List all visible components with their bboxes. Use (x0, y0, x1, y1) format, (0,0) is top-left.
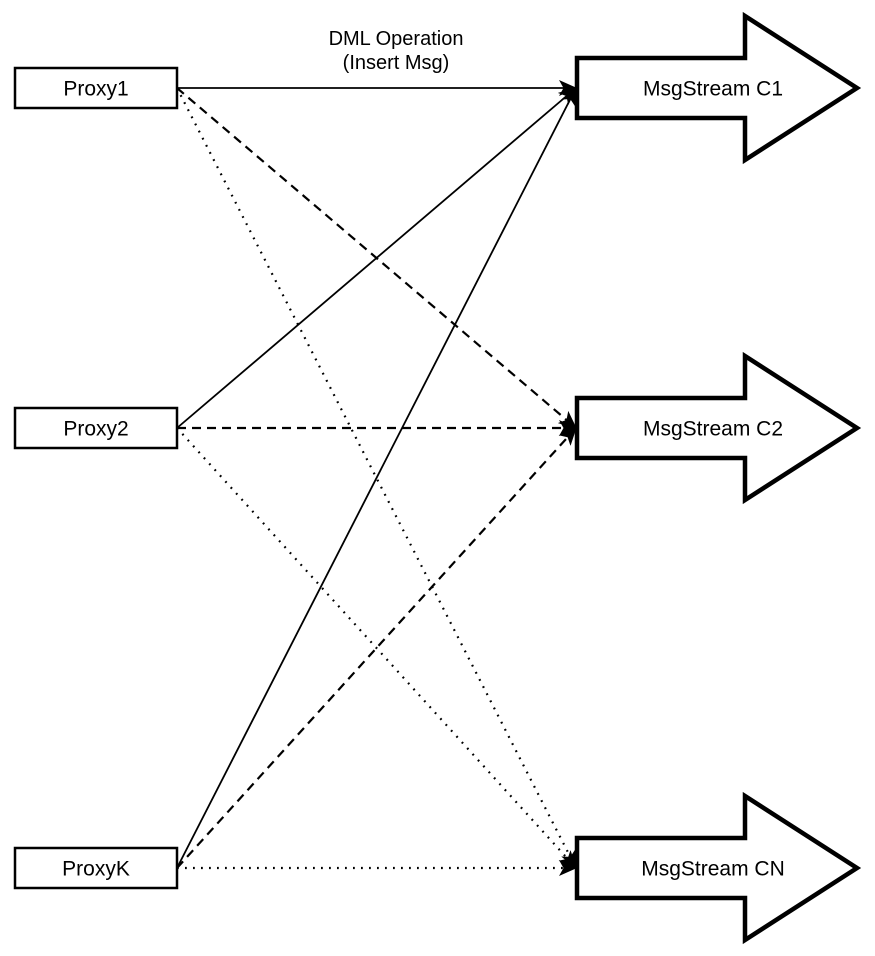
msgstream-c1-label: MsgStream C1 (643, 78, 783, 101)
edge-proxyk-to-msgstream-c1 (176, 87, 577, 869)
msgstream-cn-label: MsgStream CN (641, 858, 785, 881)
msgstream-cn-arrow-shape (574, 791, 862, 945)
proxy2-node: Proxy2 (13, 406, 179, 450)
dml-operation-label: DML Operation (Insert Msg) (329, 28, 464, 74)
msgstream-c2-node: MsgStream C2 (574, 351, 862, 505)
proxy1-node: Proxy1 (13, 66, 179, 110)
connectors (176, 80, 577, 876)
proxy1-box (13, 66, 179, 110)
dml-operation-label-line1: DML Operation (329, 28, 464, 50)
msgstream-c2-arrow-shape (574, 351, 862, 505)
dml-operation-label-line2: (Insert Msg) (343, 52, 450, 74)
edge-proxyk-to-msgstream-c2 (176, 427, 577, 869)
proxyk-node: ProxyK (13, 846, 179, 890)
msgstream-cn-node: MsgStream CN (574, 791, 862, 945)
proxyk-label: ProxyK (62, 858, 130, 881)
proxy1-label: Proxy1 (63, 78, 128, 101)
proxy2-label: Proxy2 (63, 418, 128, 441)
proxyk-box (13, 846, 179, 890)
edge-proxy1-to-msgstream-c2 (176, 87, 577, 429)
msgstream-c2-label: MsgStream C2 (643, 418, 783, 441)
msgstream-c1-arrow-shape (574, 11, 862, 165)
edge-proxy2-to-msgstream-cn (176, 427, 577, 869)
msgstream-c1-node: MsgStream C1 (574, 11, 862, 165)
proxy2-box (13, 406, 179, 450)
